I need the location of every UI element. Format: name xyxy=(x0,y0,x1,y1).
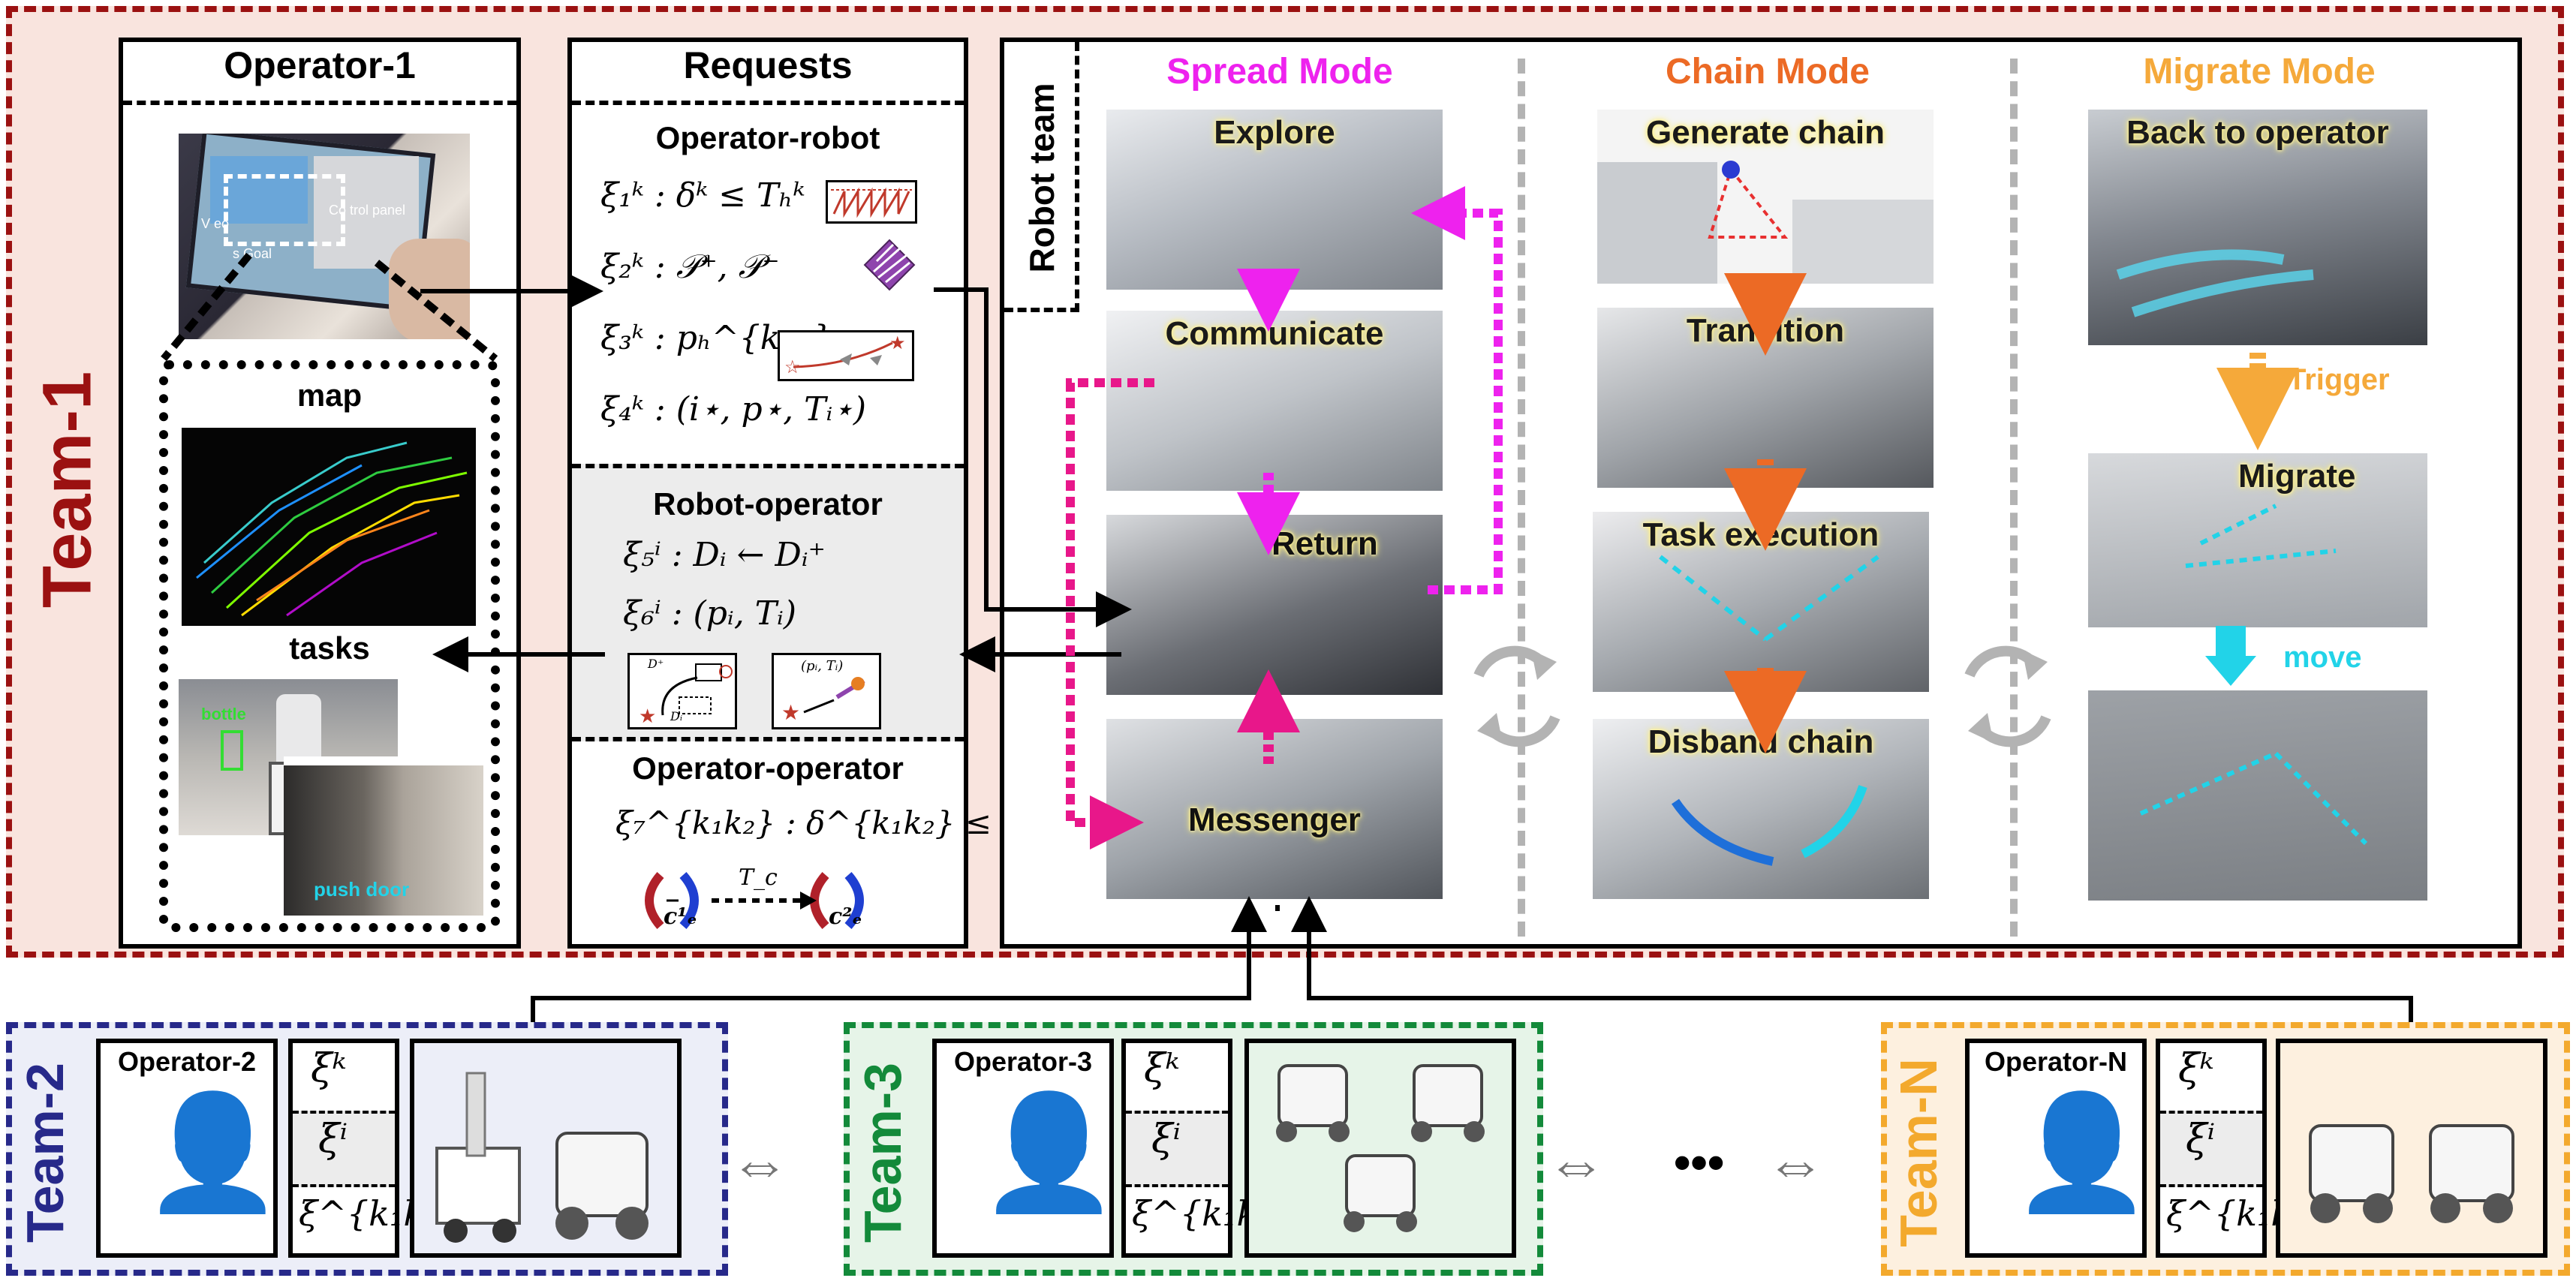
map-image xyxy=(182,428,476,626)
operator-robot-heading: Operator-robot xyxy=(655,120,880,155)
region-icon xyxy=(863,239,916,291)
teamN-xi-k: ξᵏ xyxy=(2178,1046,2214,1091)
operator-operator-heading: Operator-operator xyxy=(632,750,904,786)
migrate-back-photo: Back to operator xyxy=(2088,110,2427,345)
mode-separator-1 xyxy=(1518,59,1525,937)
dplus-label: D⁺ xyxy=(648,657,664,671)
tablet-photo: V eo Co trol panel s Goal xyxy=(179,134,470,339)
di-label: Dᵢ xyxy=(670,709,683,723)
ce1-label: c¹ₑ xyxy=(664,904,697,930)
comm-chain-icon xyxy=(645,872,864,929)
team2-xi-i: ξⁱ xyxy=(318,1117,348,1162)
tablet-label-control: Co trol panel xyxy=(329,203,406,218)
operator1-title: Operator-1 xyxy=(224,44,416,86)
request-xi5: ξ₅ⁱ : Dᵢ ← Dᵢ⁺ xyxy=(623,536,826,574)
position-time-icon: ★ (pᵢ, Tᵢ) xyxy=(772,653,881,729)
generate-chain-label: Generate chain xyxy=(1646,114,1885,151)
operator1-title-divider xyxy=(123,101,516,105)
task-bottle-label: bottle xyxy=(201,705,246,723)
spread-mode-title: Spread Mode xyxy=(1166,52,1393,92)
move-label: move xyxy=(2283,641,2362,674)
svg-text:★: ★ xyxy=(781,701,800,724)
task-push-door-label: push door xyxy=(314,878,410,901)
teamN-operator-icon: 👤 xyxy=(2012,1089,2152,1215)
ce2-label: c²ₑ xyxy=(829,904,862,930)
deadline-icon xyxy=(826,180,917,224)
migrate-mode-title: Migrate Mode xyxy=(2143,52,2376,92)
spread-communicate-photo: Communicate xyxy=(1106,311,1443,491)
chain-mode-title: Chain Mode xyxy=(1666,52,1870,92)
chain-generate-photo: Generate chain xyxy=(1597,110,1934,284)
team3-operator-label: Operator-3 xyxy=(953,1046,1093,1077)
team2-operator-box xyxy=(96,1039,278,1258)
data-transfer-icon: ★ D⁺ Dᵢ xyxy=(627,653,737,729)
pi-ti-label: (pᵢ, Tᵢ) xyxy=(801,658,844,674)
map-tasks-box xyxy=(159,360,500,932)
tablet-zoom-box xyxy=(224,174,345,246)
teamN-robots-box xyxy=(2276,1039,2547,1258)
team2-operator-icon: 👤 xyxy=(143,1089,283,1215)
ellipsis: ••• xyxy=(1674,1135,1725,1189)
migrate-label: Migrate xyxy=(2238,458,2356,495)
trigger-label: Trigger xyxy=(2288,363,2390,396)
robot-operator-heading: Robot-operator xyxy=(653,486,883,522)
team3-xi-k: ξᵏ xyxy=(1144,1046,1180,1091)
cycle-icon-1 xyxy=(1473,645,1560,747)
messenger-label: Messenger xyxy=(1188,801,1361,838)
team3-ellipsis-link-icon: ⇔ xyxy=(1546,1131,1606,1198)
task-door-photo: push door xyxy=(284,756,483,916)
spread-messenger-photo: Messenger xyxy=(1106,719,1443,899)
requests-title: Requests xyxy=(683,44,853,86)
tasks-label: tasks xyxy=(289,630,370,666)
tc-label: T_c xyxy=(739,865,778,891)
request-xi1: ξ₁ᵏ : δᵏ ≤ Tₕᵏ xyxy=(600,176,805,215)
bottle-highlight xyxy=(221,730,243,771)
team2-team3-link-icon: ⇔ xyxy=(730,1131,790,1198)
team2-xi-k: ξᵏ xyxy=(311,1046,347,1091)
team2-label: Team-2 xyxy=(16,1063,74,1243)
teamN-label: Team-N xyxy=(1889,1058,1948,1247)
robot-team-label-box xyxy=(1004,42,1079,312)
map-label: map xyxy=(296,377,363,413)
teamN-operator-box xyxy=(1965,1039,2147,1258)
explore-label: Explore xyxy=(1214,114,1335,151)
request-xi2: ξ₂ᵏ : 𝒫⁺, 𝒫⁻ xyxy=(600,248,780,286)
svg-text:☆: ☆ xyxy=(784,357,801,377)
request-xi6: ξ₆ⁱ : (pᵢ, Tᵢ) xyxy=(623,594,797,633)
svg-text:★: ★ xyxy=(639,705,656,727)
tablet-label-goal: s Goal xyxy=(233,246,272,261)
cycle-icon-2 xyxy=(1964,645,2051,747)
teamN-operator-label: Operator-N xyxy=(1984,1046,2128,1077)
teamN-xi-i: ξⁱ xyxy=(2186,1117,2216,1162)
request-xi7: ξ₇^{k₁k₂} : δ^{k₁k₂} ≤ T_c xyxy=(615,804,1056,841)
team3-robots-box xyxy=(1244,1039,1516,1258)
team3-operator-icon: 👤 xyxy=(979,1089,1119,1215)
migrate-photo: Migrate move xyxy=(2088,453,2427,901)
path-icon: ☆★ xyxy=(778,330,914,381)
tablet-label-video: V eo xyxy=(201,216,230,231)
team3-label: Team-3 xyxy=(853,1063,912,1243)
team2-robots-box xyxy=(410,1039,682,1258)
spread-explore-photo: Explore xyxy=(1106,110,1443,290)
team3-xi-i: ξⁱ xyxy=(1151,1117,1181,1162)
request-xi4: ξ₄ᵏ : (i⋆, p⋆, Tᵢ⋆) xyxy=(600,390,867,429)
svg-text:★: ★ xyxy=(889,333,906,353)
back-to-operator-label: Back to operator xyxy=(2126,114,2389,151)
team3-operator-box xyxy=(932,1039,1114,1258)
mode-separator-2 xyxy=(2010,59,2018,937)
team2-operator-label: Operator-2 xyxy=(117,1046,257,1077)
ellipsis-teamN-link-icon: ⇔ xyxy=(1765,1131,1825,1198)
